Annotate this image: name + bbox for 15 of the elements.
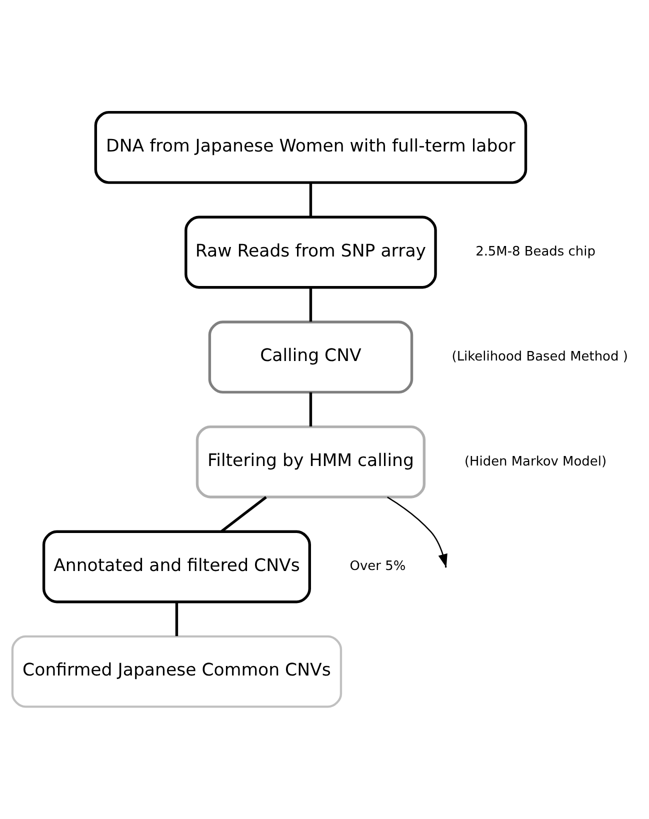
connector xyxy=(309,392,312,426)
node-box: Calling CNV xyxy=(208,320,414,394)
node-box: Raw Reads from SNP array xyxy=(184,216,437,289)
node-box: DNA from Japanese Women with full-term labor xyxy=(94,110,528,184)
connector xyxy=(309,182,312,217)
node-label: Over 5% xyxy=(350,559,406,574)
node-label: 2.5M-8 Beads chip xyxy=(476,244,596,260)
node-box: Annotated and filtered CNVs xyxy=(42,530,311,604)
connector xyxy=(220,496,267,532)
node-label: (Hiden Markov Model) xyxy=(464,454,607,470)
node-box: Confirmed Japanese Common CNVs xyxy=(11,635,342,708)
connector xyxy=(175,602,178,636)
node-label: (Likelihood Based Method ) xyxy=(452,349,628,364)
node-box: Filtering by HMM calling xyxy=(196,425,426,498)
connector xyxy=(309,288,312,322)
